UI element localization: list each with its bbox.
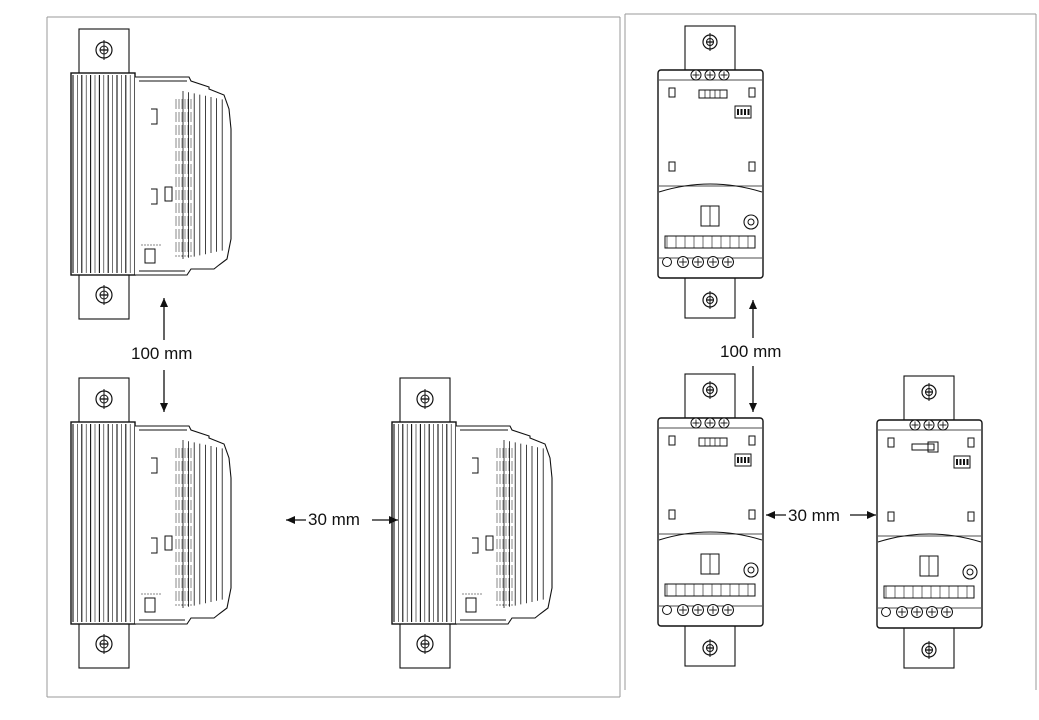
terminal-screw-icon [923, 419, 935, 431]
mounting-screw-icon [95, 40, 113, 60]
dip-switch [734, 453, 752, 467]
housing [876, 419, 983, 629]
terminal-screw-icon [677, 604, 689, 616]
front-view-unit-top [657, 25, 764, 319]
top-terminal-block [909, 419, 949, 431]
terminal-screw-icon [722, 256, 734, 268]
terminal-screw-icon [707, 256, 719, 268]
housing [135, 425, 232, 625]
side-vertical-clearance-label: 100 mm [131, 344, 193, 364]
top-terminal-block [690, 69, 730, 81]
dip-switch [734, 105, 752, 119]
potentiometer [743, 214, 759, 230]
terminal-screw-icon [911, 606, 923, 618]
bottom-terminal-block [662, 235, 756, 268]
panel-frames [46, 13, 1037, 698]
mounting-screw-icon [416, 389, 434, 409]
front-vertical-clearance-label: 100 mm [720, 342, 782, 362]
side-view-unit-top [70, 28, 232, 320]
top-terminal-block [690, 417, 730, 429]
potentiometer [743, 562, 759, 578]
terminal-screw-icon [707, 604, 719, 616]
mounting-screw-icon [702, 639, 718, 657]
clearance-arrows [160, 298, 876, 524]
potentiometer [962, 564, 978, 580]
mounting-screw-icon [416, 634, 434, 654]
mounting-screw-icon [921, 641, 937, 659]
housing [657, 69, 764, 279]
mounting-screw-icon [95, 389, 113, 409]
terminal-screw-icon [896, 606, 908, 618]
bottom-mounting-bracket [684, 621, 736, 667]
side-horizontal-clearance-label: 30 mm [308, 510, 360, 530]
terminal-screw-icon [926, 606, 938, 618]
terminal-screw-icon [692, 256, 704, 268]
front-view-unit-bottom-right [876, 375, 983, 669]
terminal-screw-icon [722, 604, 734, 616]
dip-switch [953, 455, 971, 469]
mounting-screw-icon [95, 634, 113, 654]
terminal-screw-icon [718, 417, 730, 429]
side-view-unit-bottom-right [391, 377, 553, 669]
terminal-screw-icon [704, 417, 716, 429]
mounting-screw-icon [702, 381, 718, 399]
housing [456, 425, 553, 625]
mounting-screw-icon [95, 285, 113, 305]
heatsink [70, 421, 136, 625]
terminal-screw-icon [704, 69, 716, 81]
mounting-screw-icon [921, 383, 937, 401]
terminal-screw-icon [677, 256, 689, 268]
terminal-screw-icon [909, 419, 921, 431]
terminal-screw-icon [937, 419, 949, 431]
front-view-unit-bottom-left [657, 373, 764, 667]
housing [135, 76, 232, 276]
terminal-screw-icon [692, 604, 704, 616]
housing [657, 417, 764, 627]
heatsink [70, 72, 136, 276]
devices-layer [70, 25, 983, 669]
terminal-screw-icon [941, 606, 953, 618]
heatsink [391, 421, 457, 625]
front-horizontal-clearance-label: 30 mm [788, 506, 840, 526]
bottom-terminal-block [662, 583, 756, 616]
side-view-unit-bottom-left [70, 377, 232, 669]
mounting-screw-icon [702, 291, 718, 309]
mounting-screw-icon [702, 33, 718, 51]
terminal-screw-icon [718, 69, 730, 81]
terminal-screw-icon [690, 69, 702, 81]
terminal-screw-icon [690, 417, 702, 429]
bottom-terminal-block [881, 585, 975, 618]
